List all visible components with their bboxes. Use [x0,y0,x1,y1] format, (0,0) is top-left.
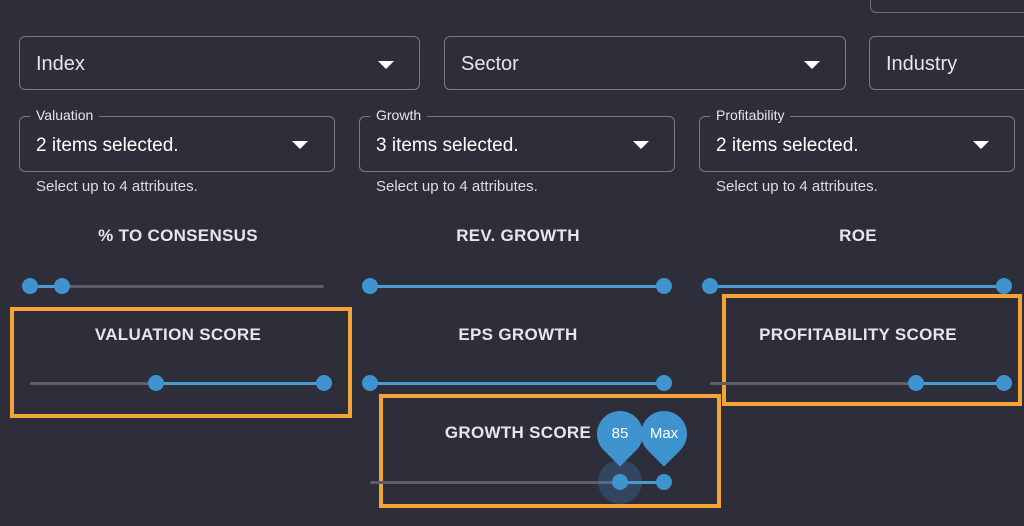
top-partial-field[interactable] [870,0,1024,13]
sector-select[interactable]: Sector [444,36,846,90]
pct-to-consensus-track [30,285,324,288]
profitability-legend: Profitability [710,107,791,123]
growth-multiselect[interactable]: Growth 3 items selected. [359,107,675,172]
chevron-down-icon [804,61,820,69]
growth-min-value-label: 85 [611,425,629,442]
growth-score-max-thumb[interactable] [656,474,672,490]
growth-score-fill [619,481,664,484]
valuation-legend: Valuation [30,107,100,123]
pct-to-consensus-fill [30,285,63,288]
profitability-score-title: PROFITABILITY SCORE [759,325,957,344]
industry-select-label: Industry [886,53,958,75]
profitability-multiselect[interactable]: Profitability 2 items selected. [699,107,1015,172]
valuation-multiselect[interactable]: Valuation 2 items selected. [19,107,335,172]
chevron-down-icon [633,141,649,149]
eps-growth-fill [370,382,664,385]
rev-growth-title: REV. GROWTH [456,226,580,245]
industry-select[interactable]: Industry [869,36,1024,90]
index-select-label: Index [36,53,85,75]
pct-to-consensus-title: % TO CONSENSUS [98,226,258,245]
roe-min-thumb[interactable] [702,278,718,294]
growth-max-value-label: Max [649,425,679,442]
valuation-helper: Select up to 4 attributes. [36,178,198,195]
profitability-value: 2 items selected. [716,135,859,156]
index-select[interactable]: Index [19,36,420,90]
chevron-down-icon [378,61,394,69]
profitability-score-fill [915,382,1004,385]
sector-select-label: Sector [461,53,519,75]
pct-to-consensus-min-thumb[interactable] [22,278,38,294]
valuation-score-fill [156,382,324,385]
growth-value: 3 items selected. [376,135,519,156]
growth-score-highlight [379,394,721,508]
growth-legend: Growth [370,107,428,123]
roe-fill [710,285,1004,288]
pct-to-consensus-max-thumb[interactable] [54,278,71,294]
chevron-down-icon [973,141,989,149]
profitability-score-highlight [722,294,1022,406]
eps-growth-min-thumb[interactable] [362,375,378,391]
growth-score-min-thumb[interactable] [611,474,628,490]
eps-growth-max-thumb[interactable] [656,375,672,391]
profitability-helper: Select up to 4 attributes. [716,178,878,195]
valuation-score-min-thumb[interactable] [148,375,165,391]
profitability-score-max-thumb[interactable] [996,375,1012,391]
profitability-score-track [710,382,1004,385]
valuation-score-max-thumb[interactable] [316,375,332,391]
growth-helper: Select up to 4 attributes. [376,178,538,195]
valuation-score-highlight [10,307,352,418]
valuation-score-title: VALUATION SCORE [94,325,262,344]
roe-title: ROE [839,226,877,245]
growth-score-track [370,481,664,484]
chevron-down-icon [292,141,308,149]
rev-growth-min-thumb[interactable] [362,278,378,294]
valuation-value: 2 items selected. [36,135,179,156]
roe-max-thumb[interactable] [996,278,1012,294]
rev-growth-fill [370,285,664,288]
profitability-score-min-thumb[interactable] [907,375,924,391]
growth-score-title: GROWTH SCORE [444,423,592,442]
rev-growth-max-thumb[interactable] [656,278,672,294]
eps-growth-title: EPS GROWTH [458,325,578,344]
